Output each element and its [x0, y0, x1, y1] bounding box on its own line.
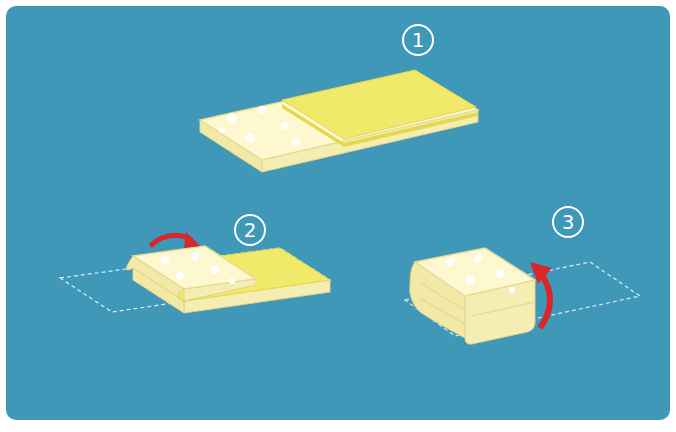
dot: [509, 287, 515, 293]
step-number: 1: [403, 25, 433, 55]
dot: [446, 258, 454, 266]
step-circle: [553, 207, 583, 237]
dot: [227, 113, 237, 123]
pillow-dots: [446, 254, 515, 293]
dot: [211, 266, 219, 274]
step-number: 2: [235, 215, 265, 245]
roll-arrow: [540, 272, 550, 328]
folded-flap: [133, 246, 256, 289]
dot: [219, 127, 225, 133]
arrow-head: [184, 232, 200, 248]
dot: [466, 276, 474, 284]
quilt: [282, 70, 476, 139]
dot: [281, 122, 289, 130]
dot: [292, 138, 300, 146]
dot: [496, 270, 504, 278]
step-number: 3: [553, 207, 583, 237]
dot: [229, 278, 235, 284]
roll-layers: [472, 302, 535, 316]
pillow-dots: [161, 252, 235, 284]
bundle-top: [415, 248, 535, 296]
arrow-head: [530, 262, 552, 284]
step-circle: [403, 25, 433, 55]
dot: [176, 272, 184, 280]
dot: [245, 133, 255, 143]
dot: [474, 254, 482, 262]
dot: [191, 252, 199, 260]
pillow-dots: [219, 106, 300, 146]
dot: [258, 106, 266, 114]
step-circle: [235, 215, 265, 245]
dot: [161, 256, 169, 264]
teal-panel: [6, 6, 670, 420]
